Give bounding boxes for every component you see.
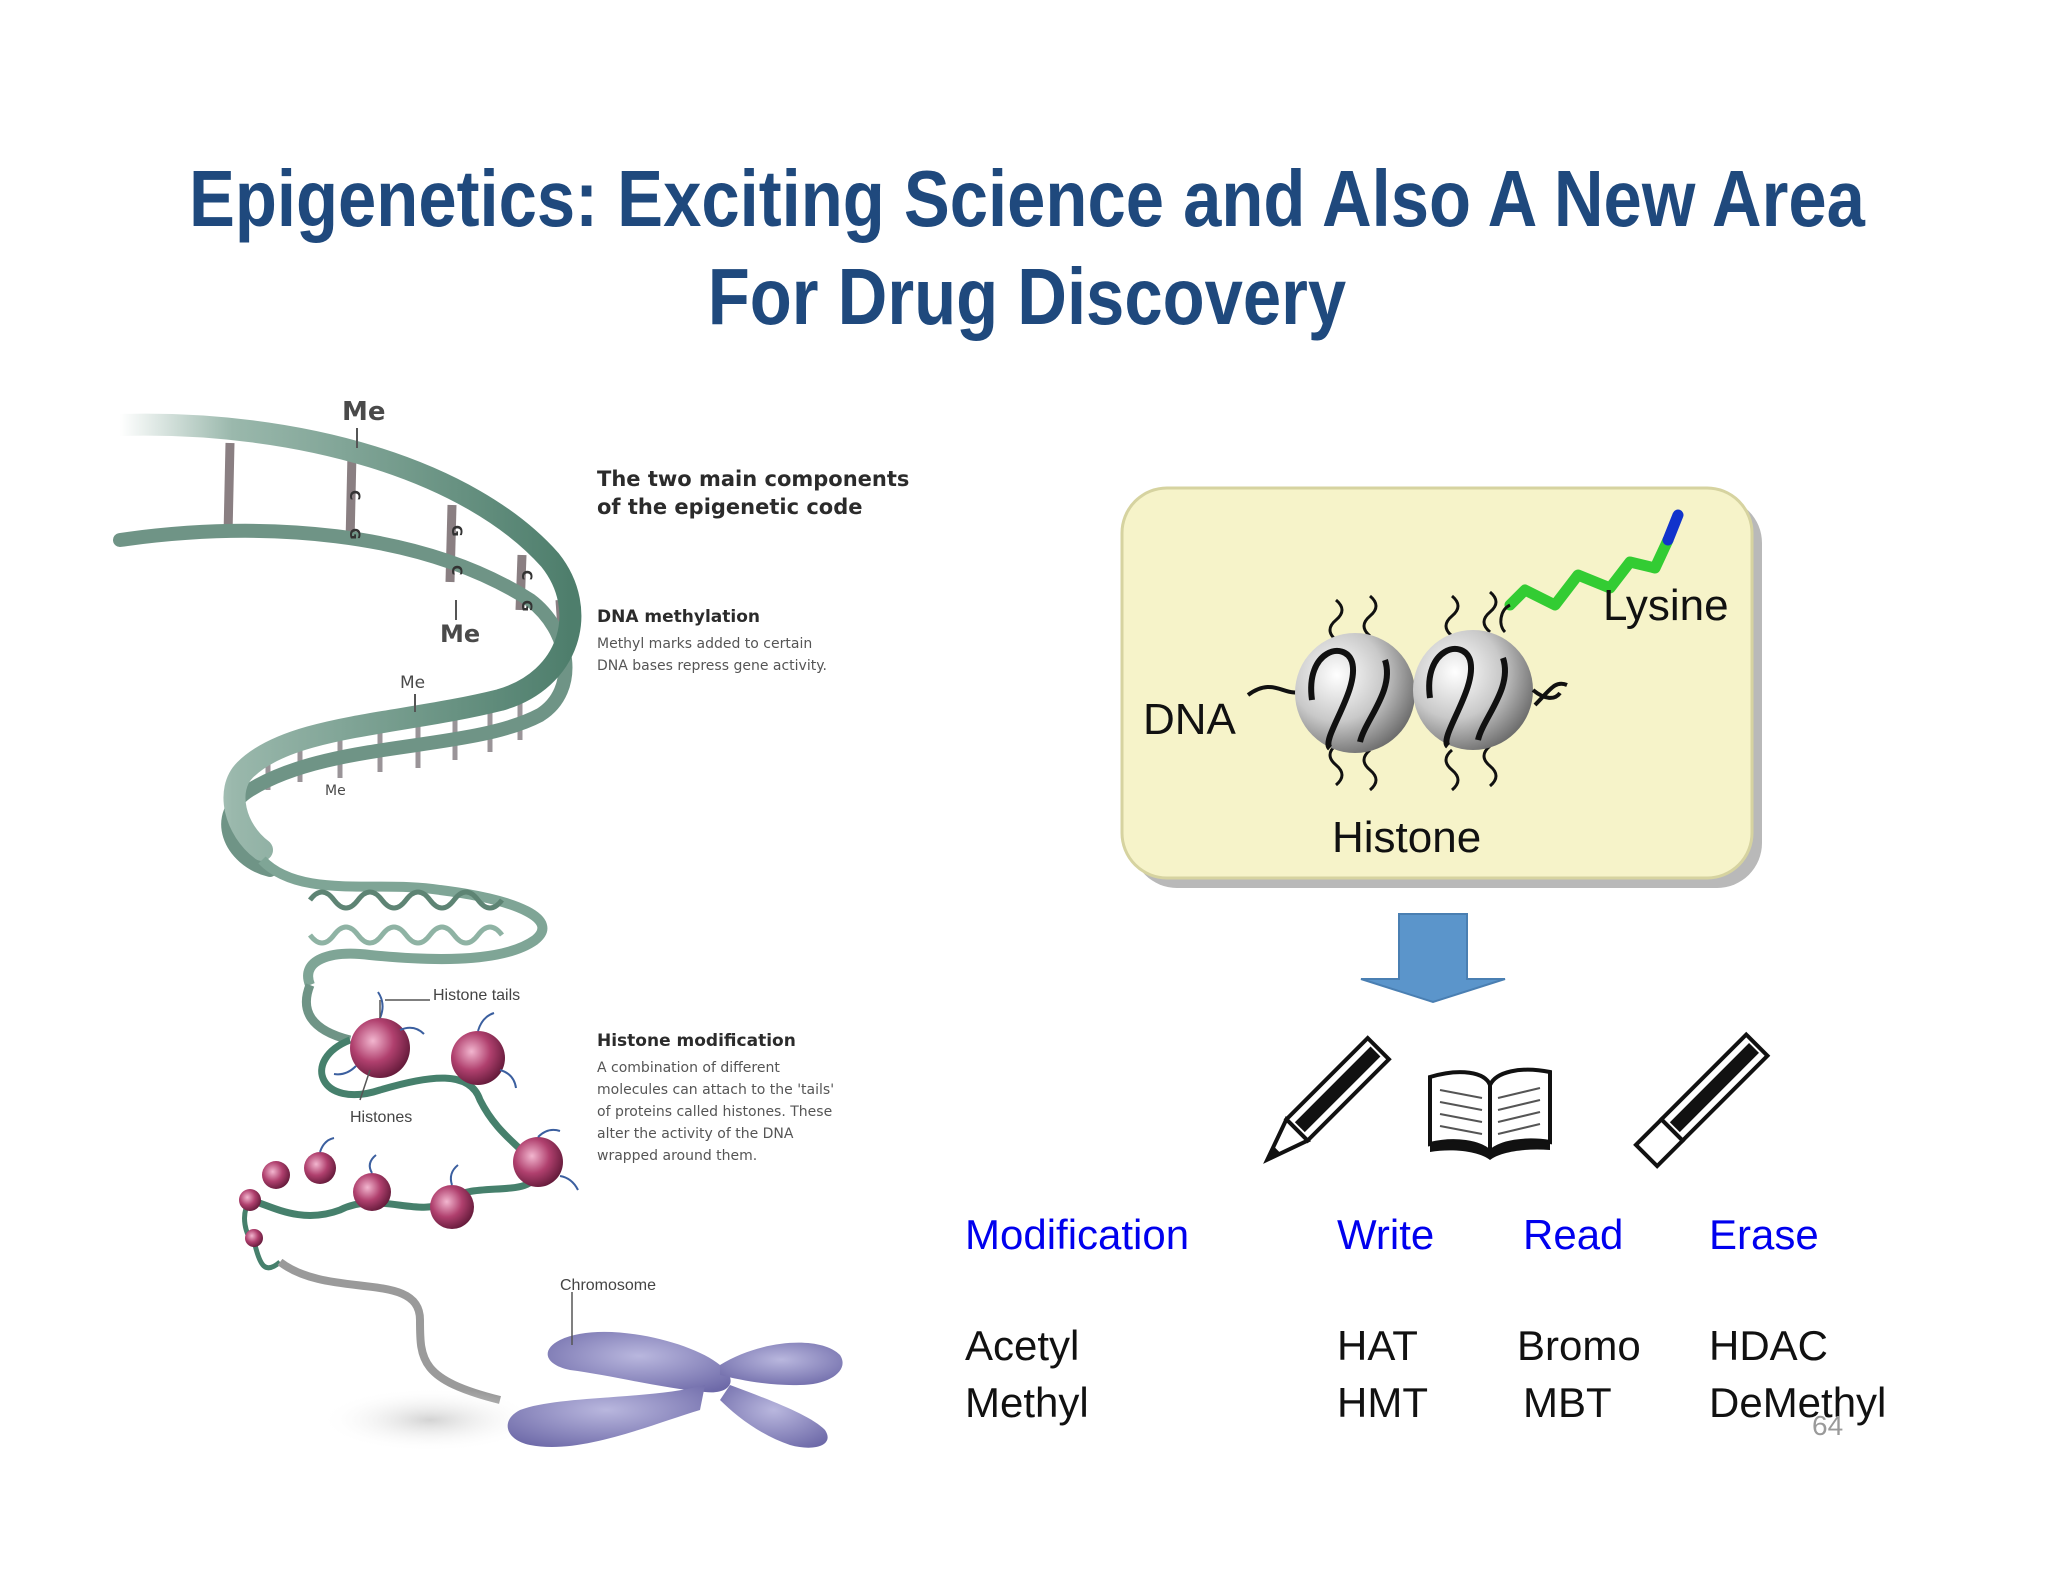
me-label-3: Me [400,673,425,693]
histone-sphere-2 [1413,630,1562,750]
page-number: 64 [1812,1410,1844,1441]
histone-chain [239,991,579,1271]
rung-letter-5: C [518,570,534,580]
me-label-1: Me [342,397,386,427]
pencil-icon [1263,1035,1392,1164]
epigenetics-illustration: Me Me Me Me C G G C C G [109,397,909,1452]
open-book-icon [1428,1067,1552,1160]
dna-methylation-text-1: Methyl marks added to certain [597,636,812,652]
table-header-row: Modification Write Read Erase [965,1211,1819,1258]
slide-title: Epigenetics: Exciting Science and Also A… [146,150,1907,346]
cell-mbt: MBT [1523,1379,1612,1426]
cell-bromo: Bromo [1517,1322,1641,1369]
header-read: Read [1523,1211,1623,1258]
histone-modification-text-5: wrapped around them. [597,1148,757,1164]
title-line-1: Epigenetics: Exciting Science and Also A… [188,154,1865,243]
me-label-4: Me [325,783,346,799]
table-row: Acetyl HAT Bromo HDAC [965,1322,1828,1369]
dna-label: DNA [1143,695,1237,744]
nucleosome-diagram: DNA Lysine Histone [1120,486,1762,888]
rung-letter-4: C [448,565,464,575]
components-heading-line-1: The two main components [597,467,909,491]
histone-modification-text-2: molecules can attach to the 'tails' [597,1082,834,1098]
header-modification: Modification [965,1211,1189,1258]
histone-modification-text-4: alter the activity of the DNA [597,1126,794,1142]
histone-modification-text-3: of proteins called histones. These [597,1104,832,1120]
histone-label: Histone [1332,813,1481,862]
cell-acetyl: Acetyl [965,1322,1079,1369]
histones-label: Histones [350,1109,412,1126]
rung-letter-6: G [518,600,534,612]
down-arrow [1360,913,1506,1004]
cell-methyl: Methyl [965,1379,1089,1426]
dna-methylation-text-2: DNA bases repress gene activity. [597,658,827,674]
histone-tails-label: Histone tails [433,987,520,1004]
histone-modification-text-1: A combination of different [597,1060,780,1076]
table-row: Methyl HMT MBT DeMethyl [965,1379,1886,1426]
cell-hmt: HMT [1337,1379,1428,1426]
histone-sphere-1 [1295,633,1415,753]
rung-letter-1: C [346,490,362,500]
rung-letter-3: G [448,525,464,537]
me-label-2: Me [440,620,480,648]
dna-methylation-heading: DNA methylation [597,607,760,627]
header-write: Write [1337,1211,1434,1258]
title-line-2: For Drug Discovery [707,252,1347,341]
lysine-label: Lysine [1603,581,1729,630]
components-heading-line-2: of the epigenetic code [597,495,863,519]
cell-demethyl: DeMethyl [1709,1379,1886,1426]
rung-letter-2: G [346,528,362,540]
eraser-icon [1633,1031,1771,1169]
dna-double-helix [109,413,582,1045]
cell-hdac: HDAC [1709,1322,1828,1369]
modification-table: Modification Write Read Erase Acetyl HAT… [965,1211,1886,1426]
chromosome-label: Chromosome [560,1277,656,1294]
header-erase: Erase [1709,1211,1819,1258]
histone-modification-heading: Histone modification [597,1031,796,1051]
cell-hat: HAT [1337,1322,1418,1369]
chromosome [277,1258,843,1452]
lysine-chain [1499,509,1684,634]
